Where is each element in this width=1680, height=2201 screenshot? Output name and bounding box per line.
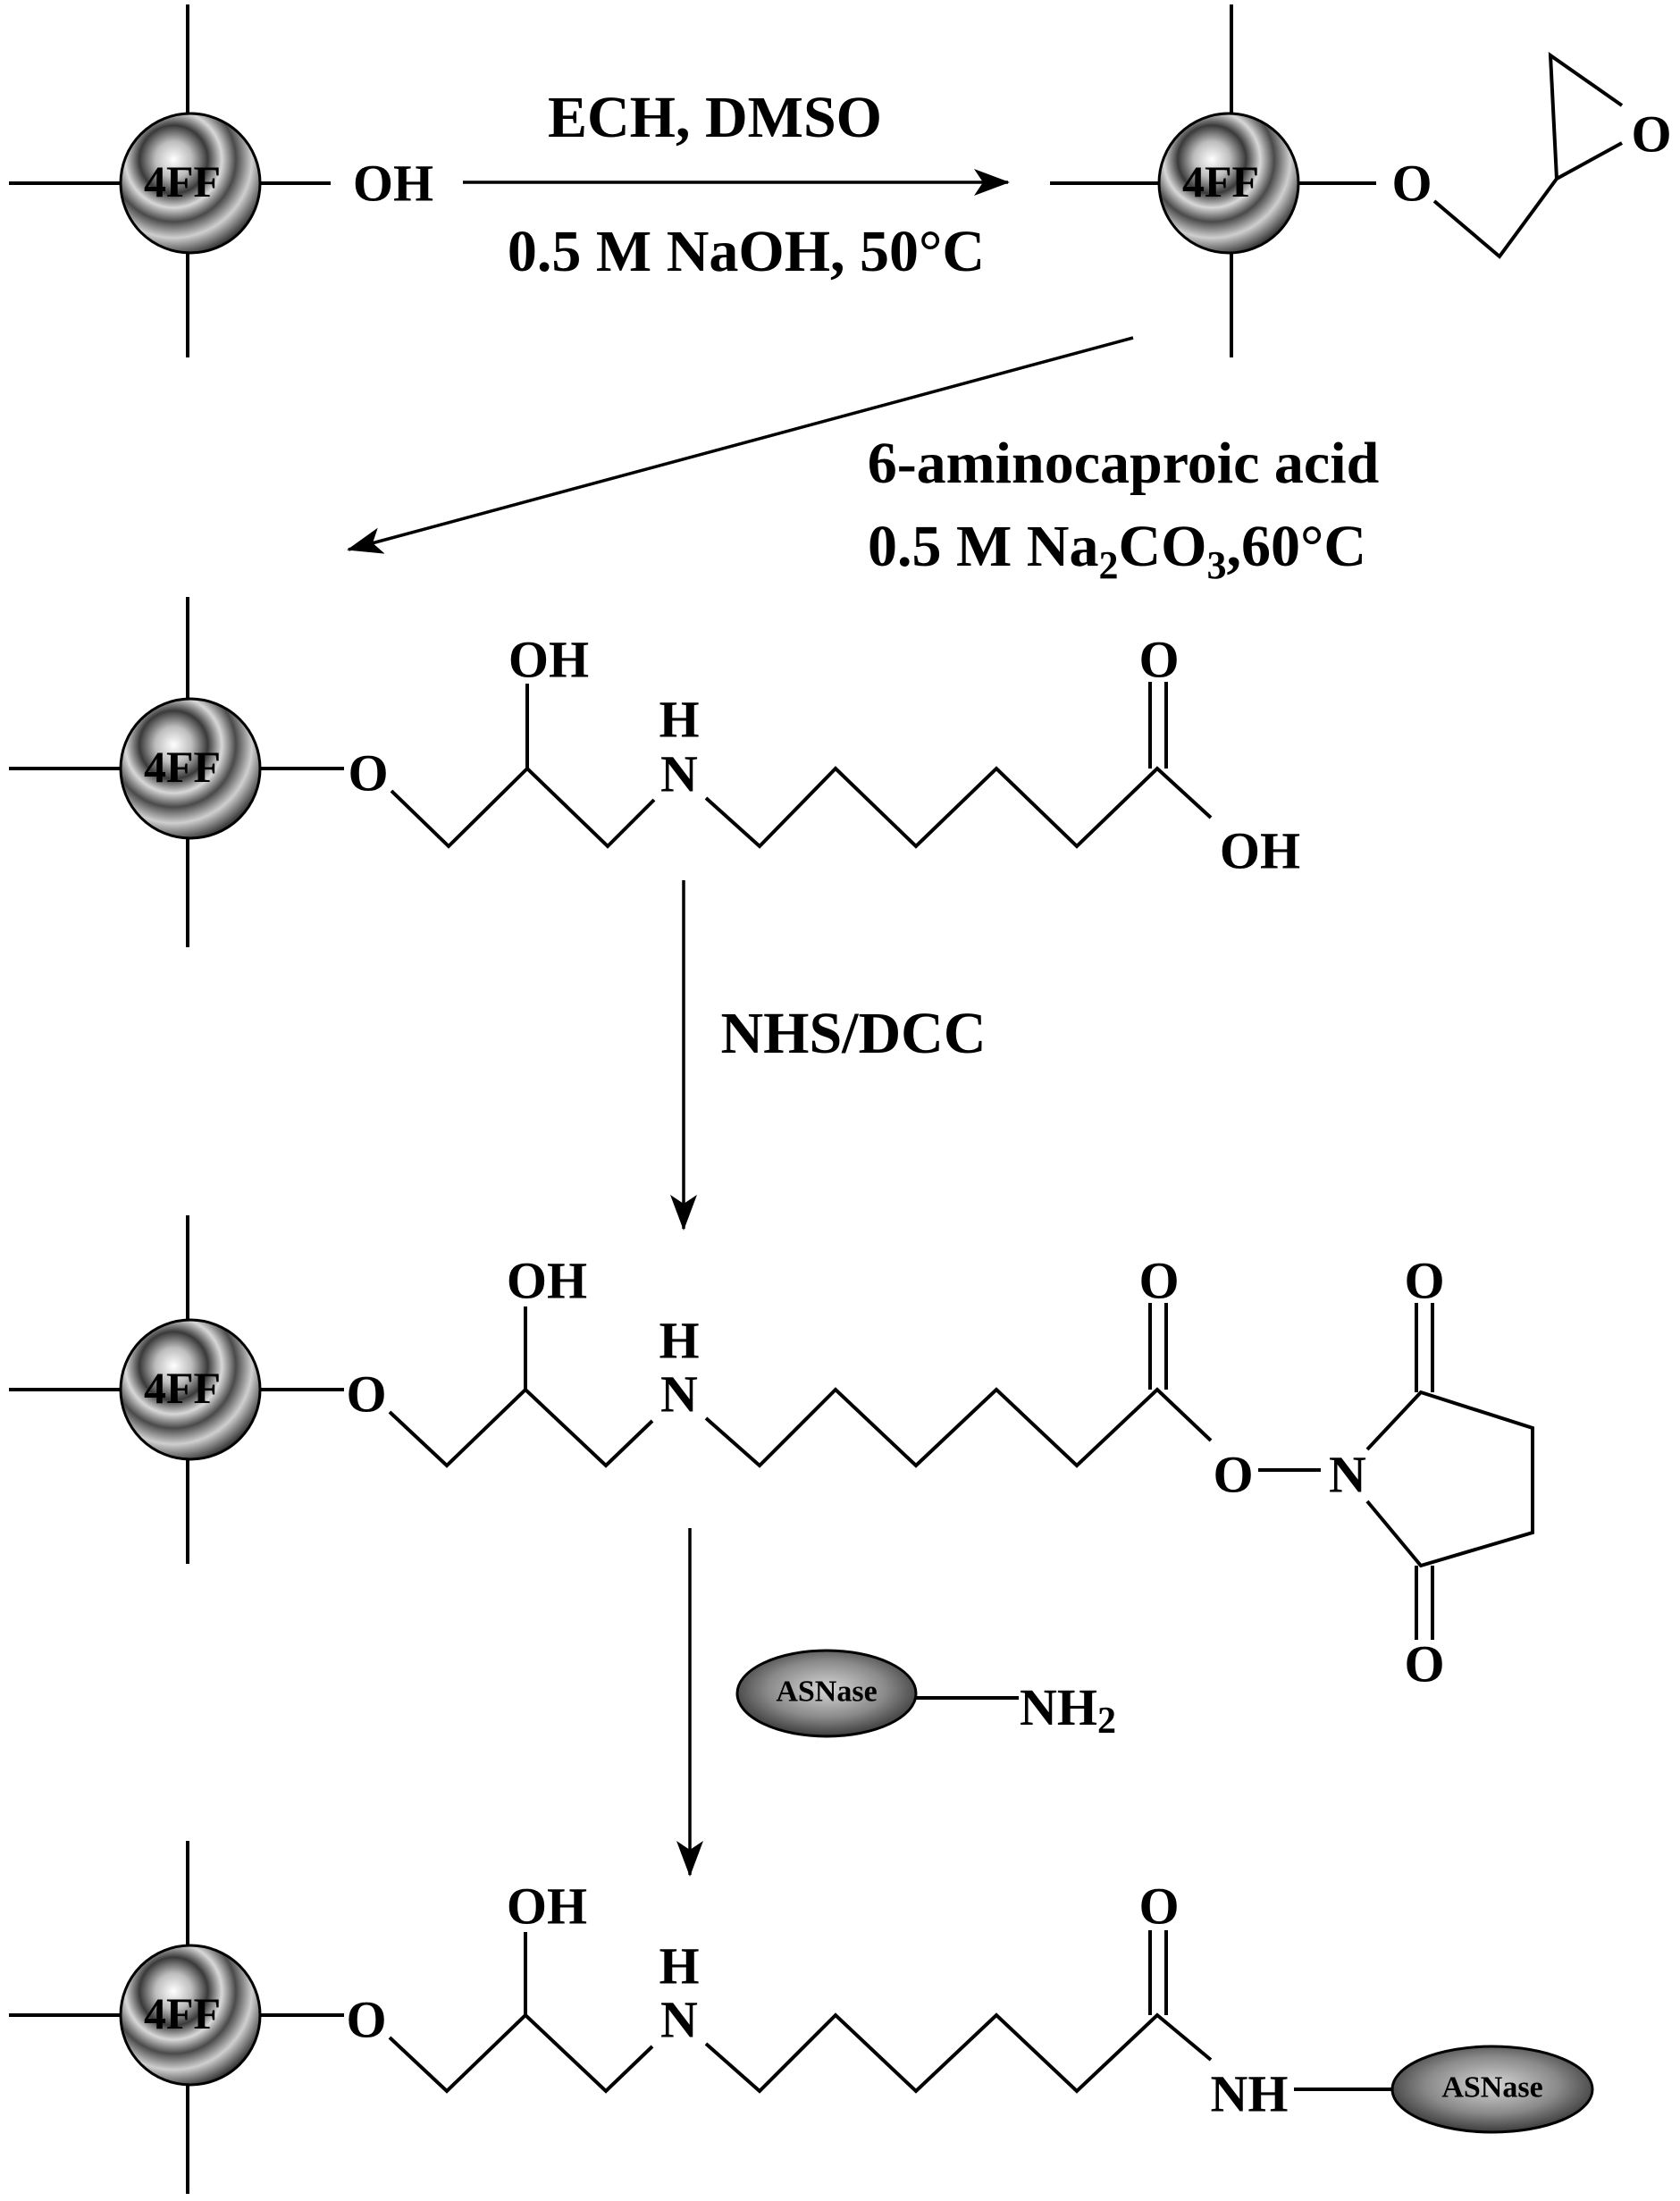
amine-nitrogen-label: N [660, 1991, 698, 2049]
epoxide-ring [1548, 52, 1624, 180]
imide-oxygen-top-label: O [1404, 1252, 1444, 1310]
bead-4: 4FF [9, 1215, 344, 1564]
ether-oxygen-label: O [1391, 155, 1432, 213]
amide-nh-label: NH [1211, 2065, 1289, 2123]
ether-oxygen-label: O [346, 1991, 386, 2049]
bead-label: 4FF [144, 742, 221, 792]
hydroxyl-label: OH [507, 1252, 587, 1310]
hydroxyl-label: OH [508, 631, 589, 689]
bead-label: 4FF [1182, 156, 1259, 206]
acid-hydroxyl-label: OH [1220, 822, 1300, 880]
carbonyl-oxygen-label: O [1138, 631, 1179, 689]
carbonyl-oxygen-label: O [1138, 1252, 1179, 1310]
amine-nitrogen-label: N [660, 745, 698, 803]
amine-hydrogen-label: H [659, 691, 699, 749]
step1-conditions: 0.5 M NaOH, 50°C [508, 219, 985, 284]
imide-oxygen-bottom-label: O [1404, 1635, 1444, 1693]
step2-reagents: 6-aminocaproic acid [868, 431, 1380, 496]
epoxide-oxygen-label: O [1631, 105, 1671, 164]
step2-conditions: 0.5 M Na2CO3,60°C [868, 514, 1366, 587]
immobilized-asnase: ASNase [1390, 2045, 1594, 2134]
amine-group-label: NH2 [1020, 1678, 1116, 1743]
amine-hydrogen-label: H [659, 1937, 699, 1995]
bead-label: 4FF [144, 1363, 221, 1413]
carbonyl-oxygen-label: O [1138, 1878, 1179, 1936]
step3-reagents: NHS/DCC [720, 1001, 986, 1066]
glycidyl-chain [1432, 177, 1558, 259]
asnase-reagent: ASNase NH2 [735, 1649, 1116, 1743]
amine-hydrogen-label: H [659, 1312, 699, 1370]
enzyme-label: ASNase [776, 1676, 877, 1709]
bead-5: 4FF [9, 1841, 344, 2194]
ether-oxygen-label: O [348, 744, 388, 802]
enzyme-label: ASNase [1441, 2071, 1542, 2104]
bead-label: 4FF [144, 156, 221, 206]
amine-nitrogen-label: N [660, 1365, 698, 1424]
hydroxyl-label: OH [353, 155, 433, 213]
succinimide-nitrogen-label: N [1329, 1446, 1366, 1504]
ester-oxygen-label: O [1213, 1446, 1253, 1504]
bead-label: 4FF [144, 1988, 221, 2038]
bead-2: 4FF [1050, 4, 1376, 357]
hydroxyl-label: OH [507, 1878, 587, 1936]
bead-3: 4FF [9, 597, 344, 947]
ether-oxygen-label: O [346, 1365, 386, 1424]
bead-1: 4FF [9, 4, 331, 357]
reaction-arrow-2 [347, 336, 1134, 554]
step1-reagents: ECH, DMSO [548, 85, 882, 150]
